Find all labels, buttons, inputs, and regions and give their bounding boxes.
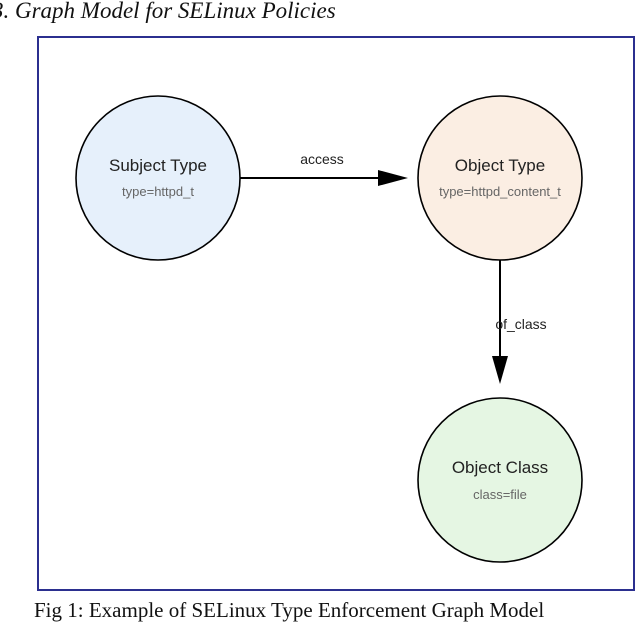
object-type-title: Object Type xyxy=(455,156,545,175)
node-object-class: Object Class class=file xyxy=(417,397,583,563)
node-object-type: Object Type type=httpd_content_t xyxy=(417,95,583,261)
object-class-title: Object Class xyxy=(452,458,548,477)
figure-caption: Fig 1: Example of SELinux Type Enforceme… xyxy=(34,598,545,622)
access-edge-label: access xyxy=(300,151,344,167)
object-class-subtitle: class=file xyxy=(473,487,527,502)
object-type-subtitle: type=httpd_content_t xyxy=(439,184,561,199)
subject-type-subtitle: type=httpd_t xyxy=(122,184,194,199)
object-type-circle xyxy=(417,95,583,261)
access-arrowhead xyxy=(378,170,408,186)
subject-type-title: Subject Type xyxy=(109,156,207,175)
node-subject-type: Subject Type type=httpd_t xyxy=(75,95,241,261)
edge-access: access xyxy=(240,151,408,186)
edge-of-class: of_class xyxy=(492,259,547,384)
subject-type-circle xyxy=(75,95,241,261)
section-heading: 3. Graph Model for SELinux Policies xyxy=(0,0,336,23)
of-class-edge-label: of_class xyxy=(495,316,546,332)
object-class-circle xyxy=(417,397,583,563)
of-class-arrowhead xyxy=(492,356,508,384)
